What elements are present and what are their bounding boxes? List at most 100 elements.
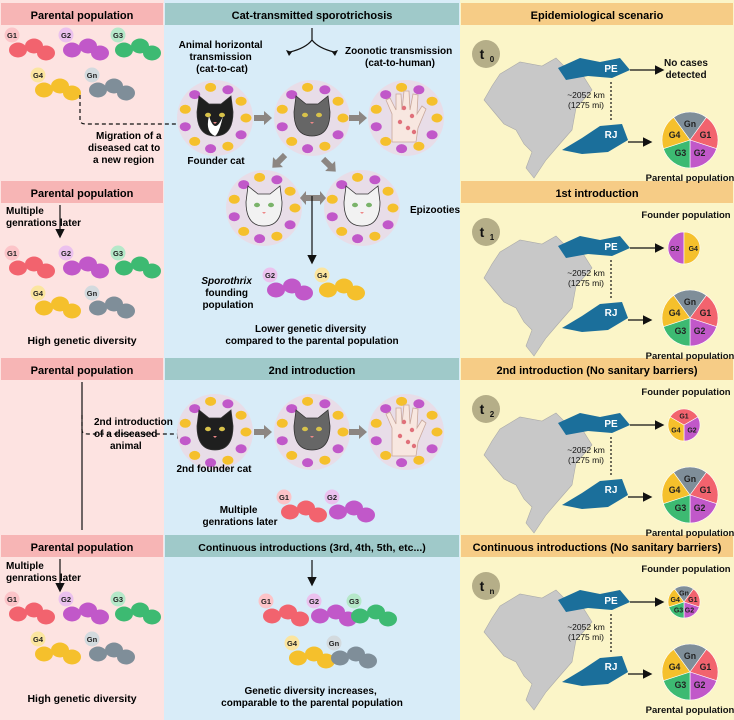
cat-head-icon: [343, 185, 381, 227]
yeast-cell: [240, 113, 252, 123]
header-row-3: Parental population 2nd introduction 2nd…: [1, 358, 733, 380]
yeast-cell: [91, 263, 109, 279]
genotype-label: G4: [287, 639, 298, 648]
yeast-cell: [228, 194, 240, 204]
pe-label: PE: [604, 596, 618, 607]
yeast-cell: [286, 404, 298, 414]
cat-nose: [213, 122, 217, 124]
yeast-cell: [319, 85, 331, 95]
genotype-G3-cluster: G3: [110, 245, 161, 279]
distance-label: ~2052 km: [567, 445, 605, 455]
yeast-cell: [319, 282, 337, 298]
yeast-cell: [115, 606, 133, 622]
pie-slice-G4: [667, 416, 685, 442]
yeast-cell: [271, 231, 283, 241]
second-intro-text: 2nd introduction of a diseased animal: [94, 417, 176, 452]
yeast-cell: [317, 653, 335, 669]
lesion-dot: [401, 419, 407, 425]
yeast-cell: [426, 96, 438, 106]
pie-label: G2: [694, 680, 706, 690]
yeast-cell: [205, 396, 217, 406]
yeast-cell: [351, 608, 369, 624]
yeast-cell: [91, 45, 109, 61]
right-header-4: Continuous introductions (No sanitary ba…: [473, 542, 722, 554]
time-label: t: [480, 46, 485, 62]
yeast-cell: [309, 507, 327, 523]
genotype-G3-cluster: G3: [110, 27, 161, 61]
yeast-cell: [143, 263, 161, 279]
genotype-G2-cluster: G2: [58, 591, 109, 625]
yeast-cell: [396, 396, 408, 406]
high-diversity-1: High genetic diversity: [27, 335, 136, 347]
brazil-map: [483, 235, 593, 357]
yeast-cell: [254, 234, 266, 244]
pie-slice-G2: [683, 416, 701, 442]
genotype-label: G4: [317, 271, 328, 280]
cat-head-icon: [196, 95, 234, 137]
cat-head-icon: [293, 95, 331, 137]
distance-label: ~2052 km: [567, 90, 605, 100]
yeast-cell: [380, 404, 392, 414]
genotype-badge: [326, 635, 342, 651]
pie-label: Gn: [684, 474, 696, 484]
left-header-1: Parental population: [31, 10, 134, 22]
yeast-cell: [117, 649, 135, 665]
yeast-cell: [431, 113, 443, 123]
rj-label: RJ: [605, 308, 618, 319]
yeast-cell: [382, 186, 394, 196]
yeast-cell: [63, 606, 81, 622]
time-badge: [472, 395, 500, 423]
hand-icon: [385, 90, 427, 143]
yeast-cell: [379, 611, 397, 627]
pie-slice-G4: [683, 231, 701, 265]
genotype-badge: [324, 489, 340, 505]
transmission-arrow: [254, 425, 272, 439]
genotype-badge: [306, 593, 322, 609]
yeast-cell: [329, 504, 347, 520]
genotype-Gn-cluster: Gn: [84, 631, 135, 665]
yeast-cell: [222, 399, 234, 409]
multiple-generations-4: Multiple genrations later: [6, 561, 81, 584]
lower-diversity-text: Lower genetic diversity compared to the …: [225, 324, 398, 347]
genotype-label: Gn: [329, 639, 340, 648]
genotype-label: G1: [7, 595, 17, 604]
yeast-cell: [370, 122, 382, 132]
yeast-cell: [179, 104, 191, 114]
yeast-cell: [326, 212, 338, 222]
yeast-cell: [382, 220, 394, 230]
genotype-badge: [276, 489, 292, 505]
yeast-cell: [319, 141, 331, 151]
yeast-cell: [35, 646, 53, 662]
animal-horizontal-text: Animal horizontal transmission (cat-to-c…: [179, 40, 266, 75]
yeast-cell: [276, 104, 288, 114]
lesion-dot: [405, 125, 411, 131]
yeast-cell: [332, 96, 344, 106]
yeast-cell: [91, 609, 109, 625]
migration-text: Migration of a diseased cat to a new reg…: [88, 131, 164, 166]
yeast-cell: [357, 507, 375, 523]
distance-label: ~2052 km: [567, 622, 605, 632]
rj-state-icon: [562, 124, 628, 154]
genotype-label: Gn: [87, 289, 98, 298]
yeast-cell: [413, 141, 425, 151]
parental-population-label: Parental population: [646, 351, 734, 362]
yeast-cell: [289, 203, 301, 213]
founder-population-label: Founder population: [641, 564, 730, 575]
yeast-cell: [370, 418, 382, 428]
genotype-badge: [58, 245, 74, 261]
yeast-cell: [332, 130, 344, 140]
pe-label: PE: [604, 419, 618, 430]
pie-slice-G4: [661, 116, 691, 150]
yeast-cell: [235, 130, 247, 140]
cat-eye: [219, 112, 225, 118]
yeast-cell: [431, 427, 443, 437]
yeast-cell: [286, 90, 298, 100]
pe-state-icon: [558, 236, 630, 258]
pie-label: Gn: [684, 651, 696, 661]
lesion-dot: [409, 113, 415, 119]
